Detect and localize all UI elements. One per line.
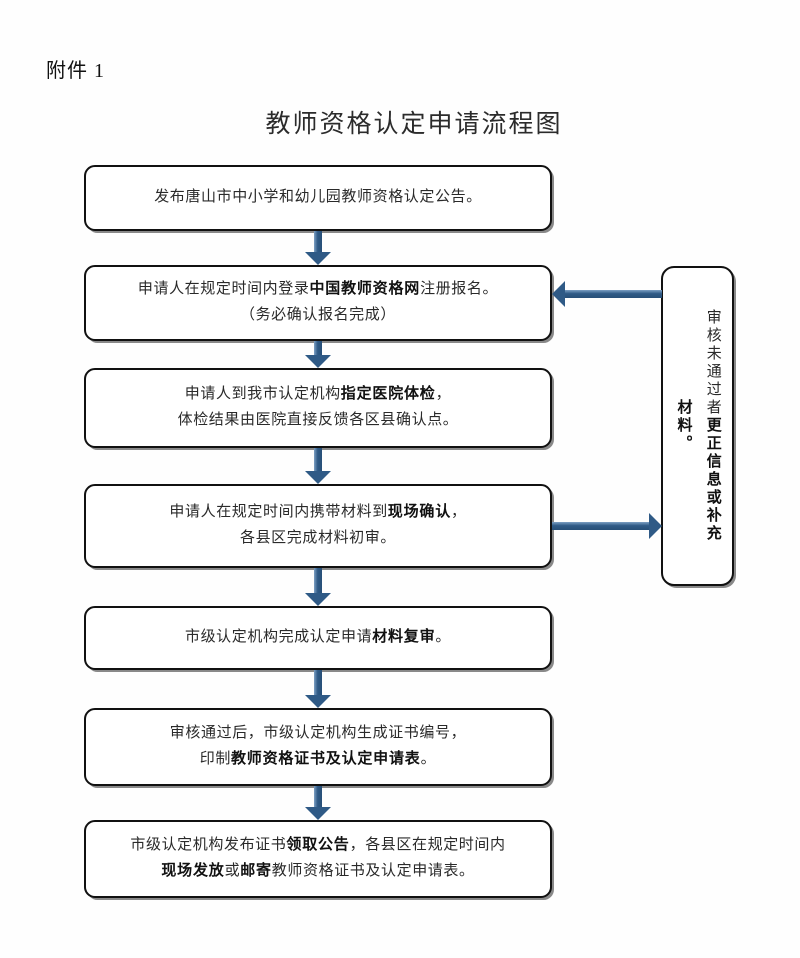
arrow-down-icon-step5-step6 bbox=[305, 670, 331, 708]
arrow-head bbox=[305, 807, 331, 820]
arrow-head bbox=[649, 513, 662, 539]
arrow-down-icon-step2-step3 bbox=[305, 341, 331, 368]
flow-step-5-text: 市级认定机构完成认定申请材料复审。 bbox=[184, 629, 451, 646]
arrow-down-icon-step6-step7 bbox=[305, 786, 331, 820]
flow-step-4: 申请人在规定时间内携带材料到现场确认，各县区完成材料初审。 bbox=[84, 484, 552, 568]
flow-step-5: 市级认定机构完成认定申请材料复审。 bbox=[84, 606, 552, 670]
arrow-down-icon-step1-step2 bbox=[305, 231, 331, 265]
rejection-loop-text: 审核未通过者更正信息或补充材料。 bbox=[675, 309, 721, 543]
flow-step-3-text: 申请人到我市认定机构指定医院体检，体检结果由医院直接反馈各区县确认点。 bbox=[177, 386, 459, 428]
flow-step-7-text: 市级认定机构发布证书领取公告，各县区在规定时间内现场发放或邮寄教师资格证书及认定… bbox=[130, 837, 506, 879]
arrow-shaft bbox=[314, 670, 322, 695]
arrow-left-icon-rejection-to-step2 bbox=[552, 281, 662, 307]
arrow-shaft bbox=[314, 786, 322, 807]
flow-step-1: 发布唐山市中小学和幼儿园教师资格认定公告。 bbox=[84, 165, 552, 231]
arrow-down-icon-step3-step4 bbox=[305, 448, 331, 484]
arrow-right-icon-step4-to-rejection bbox=[552, 513, 662, 539]
arrow-head bbox=[305, 695, 331, 708]
page-title: 教师资格认定申请流程图 bbox=[265, 111, 563, 138]
flow-step-6: 审核通过后，市级认定机构生成证书编号，印制教师资格证书及认定申请表。 bbox=[84, 708, 552, 786]
arrow-shaft bbox=[563, 290, 662, 298]
arrow-shaft bbox=[552, 522, 651, 530]
flow-step-3: 申请人到我市认定机构指定医院体检，体检结果由医院直接反馈各区县确认点。 bbox=[84, 368, 552, 448]
flow-step-2: 申请人在规定时间内登录中国教师资格网注册报名。（务必确认报名完成） bbox=[84, 265, 552, 341]
arrow-down-icon-step4-step5 bbox=[305, 568, 331, 606]
arrow-shaft bbox=[314, 231, 322, 252]
flow-step-1-text: 发布唐山市中小学和幼儿园教师资格认定公告。 bbox=[154, 189, 482, 206]
arrow-head bbox=[305, 471, 331, 484]
arrow-head bbox=[552, 281, 565, 307]
rejection-loop-box: 审核未通过者更正信息或补充材料。 bbox=[661, 266, 734, 586]
arrow-head bbox=[305, 593, 331, 606]
arrow-shaft bbox=[314, 568, 322, 593]
attachment-label: 附件 1 bbox=[46, 60, 105, 82]
flow-step-7: 市级认定机构发布证书领取公告，各县区在规定时间内现场发放或邮寄教师资格证书及认定… bbox=[84, 820, 552, 898]
arrow-shaft bbox=[314, 341, 322, 355]
arrow-shaft bbox=[314, 448, 322, 471]
flow-step-6-text: 审核通过后，市级认定机构生成证书编号，印制教师资格证书及认定申请表。 bbox=[169, 725, 467, 767]
flow-step-2-text: 申请人在规定时间内登录中国教师资格网注册报名。（务必确认报名完成） bbox=[137, 281, 499, 323]
arrow-head bbox=[305, 355, 331, 368]
arrow-head bbox=[305, 252, 331, 265]
flow-step-4-text: 申请人在规定时间内携带材料到现场确认，各县区完成材料初审。 bbox=[169, 504, 467, 546]
